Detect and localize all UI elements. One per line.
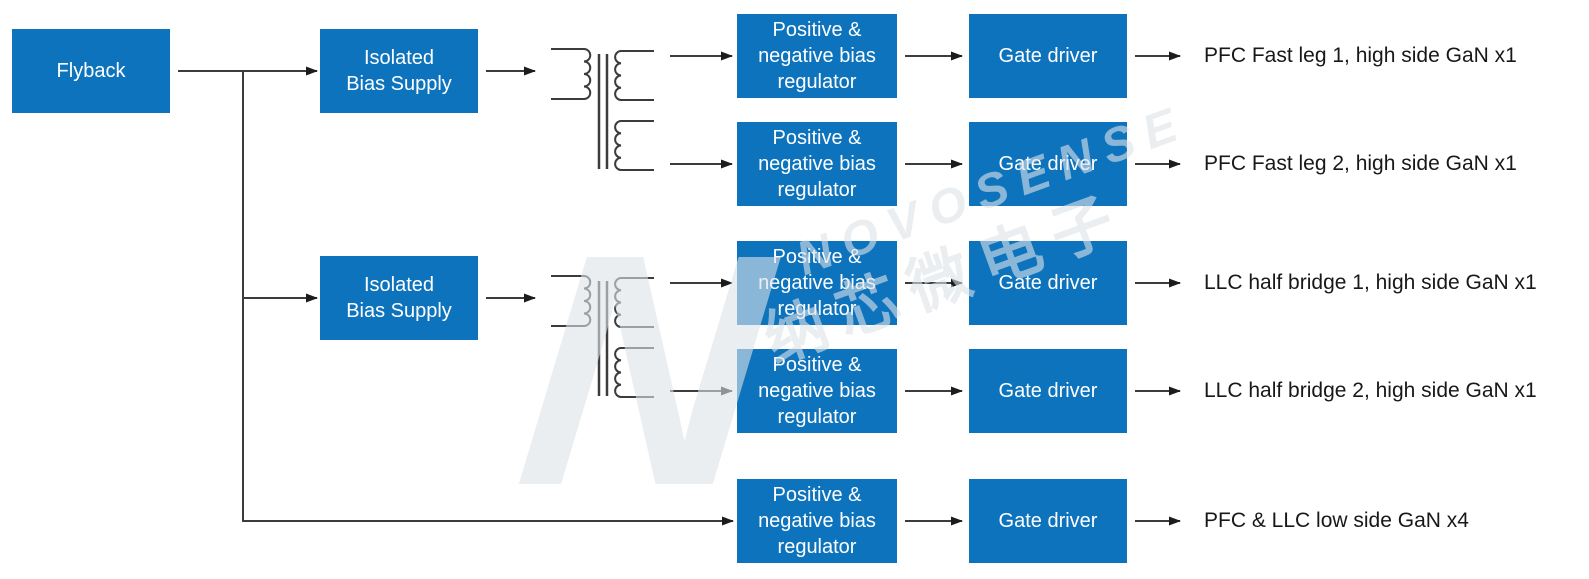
transformer-symbol-1 [549,47,656,172]
bias-supply-1-block: Isolated Bias Supply [320,29,478,113]
transformer-symbol-2 [549,274,656,399]
gate-driver-block-4: Gate driver [969,349,1127,433]
gate-driver-block-5: Gate driver [969,479,1127,563]
output-label-4: LLC half bridge 2, high side GaN x1 [1204,379,1537,402]
output-label-1: PFC Fast leg 1, high side GaN x1 [1204,44,1517,67]
flyback-block: Flyback [12,29,170,113]
regulator-block-1: Positive & negative bias regulator [737,14,897,98]
branch-line-to-regulator-5 [242,71,734,526]
bias-supply-2-block: Isolated Bias Supply [320,256,478,340]
output-label-3: LLC half bridge 1, high side GaN x1 [1204,271,1537,294]
regulator-block-5: Positive & negative bias regulator [737,479,897,563]
output-label-2: PFC Fast leg 2, high side GaN x1 [1204,152,1517,175]
gate-driver-block-1: Gate driver [969,14,1127,98]
regulator-block-2: Positive & negative bias regulator [737,122,897,206]
gate-driver-block-3: Gate driver [969,241,1127,325]
regulator-block-4: Positive & negative bias regulator [737,349,897,433]
gate-driver-block-2: Gate driver [969,122,1127,206]
regulator-block-3: Positive & negative bias regulator [737,241,897,325]
output-label-5: PFC & LLC low side GaN x4 [1204,509,1469,532]
